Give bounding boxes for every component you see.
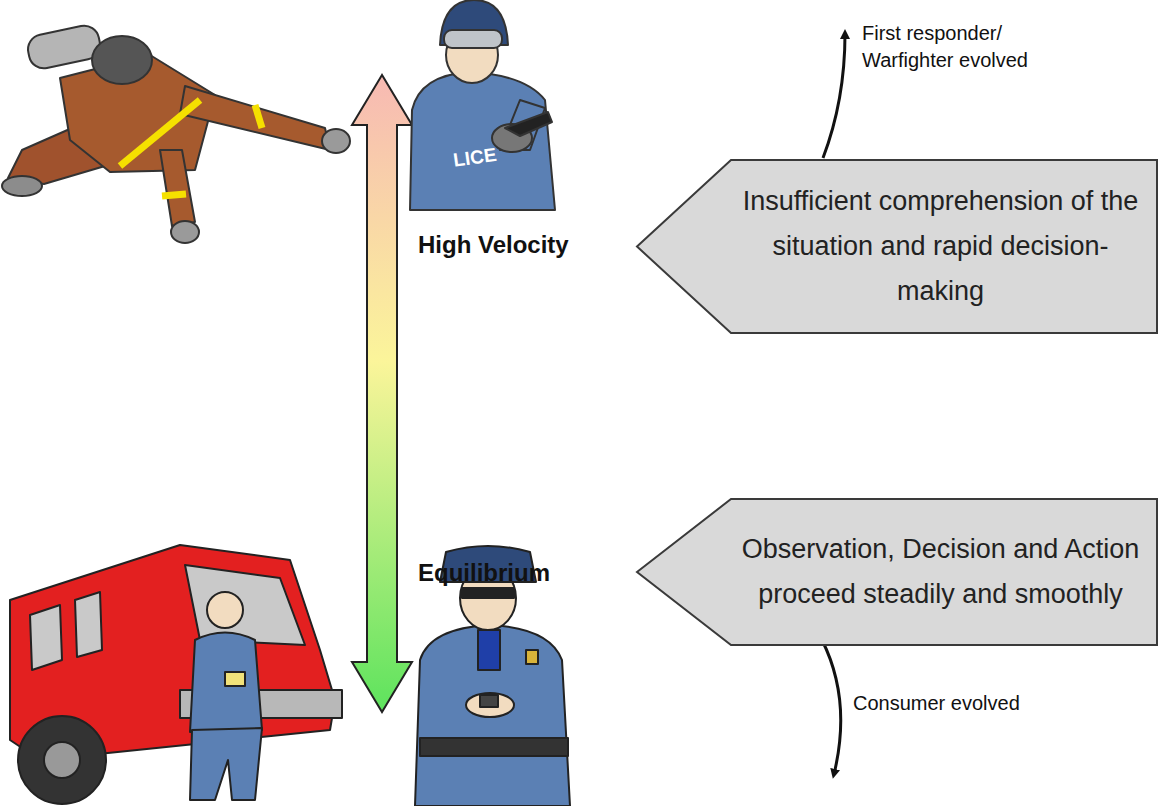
body — [410, 72, 555, 210]
goggles — [444, 30, 502, 48]
patrol-officer-figure — [415, 546, 570, 806]
shirt — [190, 633, 262, 733]
curved-arrow-down — [822, 640, 841, 774]
collar — [478, 630, 500, 670]
callout-outline — [636, 498, 1159, 646]
reflective-band — [162, 194, 186, 196]
wheel — [18, 716, 106, 804]
pentagon-callout: Observation, Decision and Action proceed… — [636, 498, 1159, 646]
callout-text: Insufficient comprehension of the situat… — [740, 179, 1141, 314]
callout-text: Observation, Decision and Action proceed… — [740, 527, 1141, 617]
glove — [322, 129, 350, 153]
velocity-arrow — [352, 75, 412, 712]
arm — [180, 86, 330, 150]
sunglasses — [462, 588, 514, 598]
pentagon-callout: Insufficient comprehension of the situat… — [636, 159, 1159, 334]
reflective-band — [255, 105, 262, 128]
badge — [526, 650, 538, 664]
note-label: Consumer evolved — [853, 690, 1020, 717]
legs — [190, 728, 262, 800]
body — [415, 625, 570, 806]
curved-arrow-up — [823, 34, 845, 158]
phone — [480, 695, 498, 707]
fire-truck-figure — [10, 545, 342, 804]
callout-outline-shape — [637, 160, 1157, 333]
reflective-band — [120, 100, 200, 166]
air-tank — [25, 23, 102, 71]
firefighter-figure — [2, 23, 350, 243]
helmet — [92, 36, 152, 84]
vest-lettering: LICE — [452, 144, 498, 172]
truck-window — [75, 592, 102, 657]
phone — [225, 672, 245, 686]
note-label: First responder/ Warfighter evolved — [862, 20, 1062, 74]
swat-officer-figure — [410, 0, 555, 210]
hands — [466, 693, 514, 717]
callout-outline-shape — [637, 499, 1157, 645]
pistol — [505, 112, 552, 136]
state-label: Equilibrium — [418, 558, 550, 588]
callout-body: Observation, Decision and Action proceed… — [636, 498, 1159, 646]
arm — [160, 150, 195, 226]
windshield — [185, 565, 305, 645]
boot — [2, 176, 42, 196]
glove — [171, 221, 199, 243]
head — [207, 592, 243, 628]
state-label: High Velocity — [418, 230, 569, 260]
callout-body: Insufficient comprehension of the situat… — [636, 159, 1159, 334]
belt — [420, 738, 568, 756]
truck-window — [30, 605, 62, 670]
wheel-hub — [44, 742, 80, 778]
